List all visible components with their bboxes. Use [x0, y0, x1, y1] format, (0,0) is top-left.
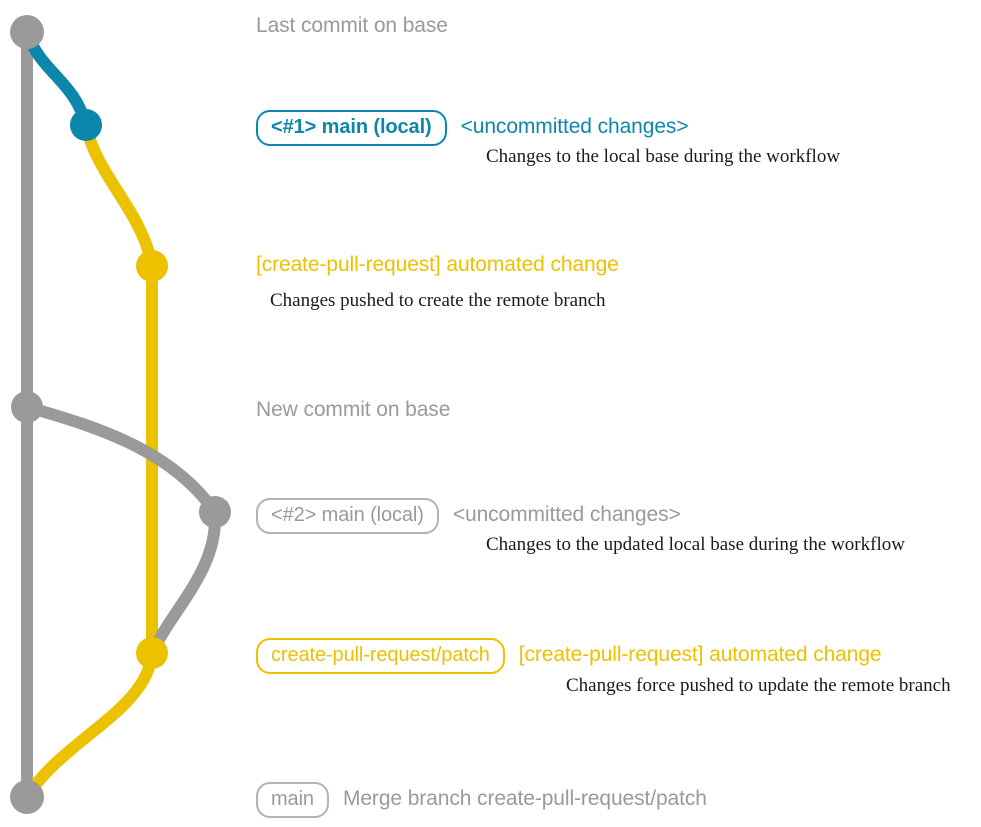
row-merge: main Merge branch create-pull-request/pa… — [256, 782, 707, 818]
ref-badge-main-local-2[interactable]: <#2> main (local) — [256, 498, 439, 534]
ref-badge-main[interactable]: main — [256, 782, 329, 818]
row-remote-update-description: Changes force pushed to update the remot… — [566, 675, 951, 696]
row-new-commit-on-base: New commit on base — [256, 398, 450, 422]
commit-subject: Last commit on base — [256, 14, 448, 37]
commit-node-base-last[interactable] — [10, 15, 44, 49]
row-remote-update: create-pull-request/patch [create-pull-r… — [256, 638, 882, 674]
edge-remote2-to-merge — [21, 647, 158, 803]
row-local-2-description: Changes to the updated local base during… — [486, 534, 905, 555]
commit-node-base-merge[interactable] — [10, 780, 44, 814]
ref-badge-main-local-1[interactable]: <#1> main (local) — [256, 110, 447, 146]
commit-subject: <uncommitted changes> — [460, 115, 689, 138]
commit-subject: [create-pull-request] automated change — [518, 643, 882, 666]
row-local-1: <#1> main (local) <uncommitted changes> — [256, 110, 689, 146]
commit-node-remote-1[interactable] — [136, 250, 168, 282]
row-local-1-description: Changes to the local base during the wor… — [486, 146, 841, 167]
commit-node-remote-2[interactable] — [136, 637, 168, 669]
row-last-commit-on-base: Last commit on base — [256, 14, 448, 38]
ref-badge-create-pull-request-patch[interactable]: create-pull-request/patch — [256, 638, 505, 674]
commit-subject: New commit on base — [256, 398, 451, 421]
edge-basenew-to-local2 — [21, 401, 221, 518]
row-local-2: <#2> main (local) <uncommitted changes> — [256, 498, 681, 534]
row-remote-create: [create-pull-request] automated change — [256, 253, 619, 277]
commit-subject: Merge branch create-pull-request/patch — [342, 787, 707, 810]
commit-node-base-new[interactable] — [11, 391, 43, 423]
row-remote-create-description: Changes pushed to create the remote bran… — [270, 290, 606, 311]
commit-subject: <uncommitted changes> — [452, 503, 681, 526]
commit-subject: [create-pull-request] automated change — [256, 253, 619, 276]
commit-node-local-2[interactable] — [199, 496, 231, 528]
edge-local1-to-remote1 — [80, 119, 158, 272]
commit-node-local-1[interactable] — [70, 109, 102, 141]
edge-local2-to-remote2 — [146, 506, 222, 659]
